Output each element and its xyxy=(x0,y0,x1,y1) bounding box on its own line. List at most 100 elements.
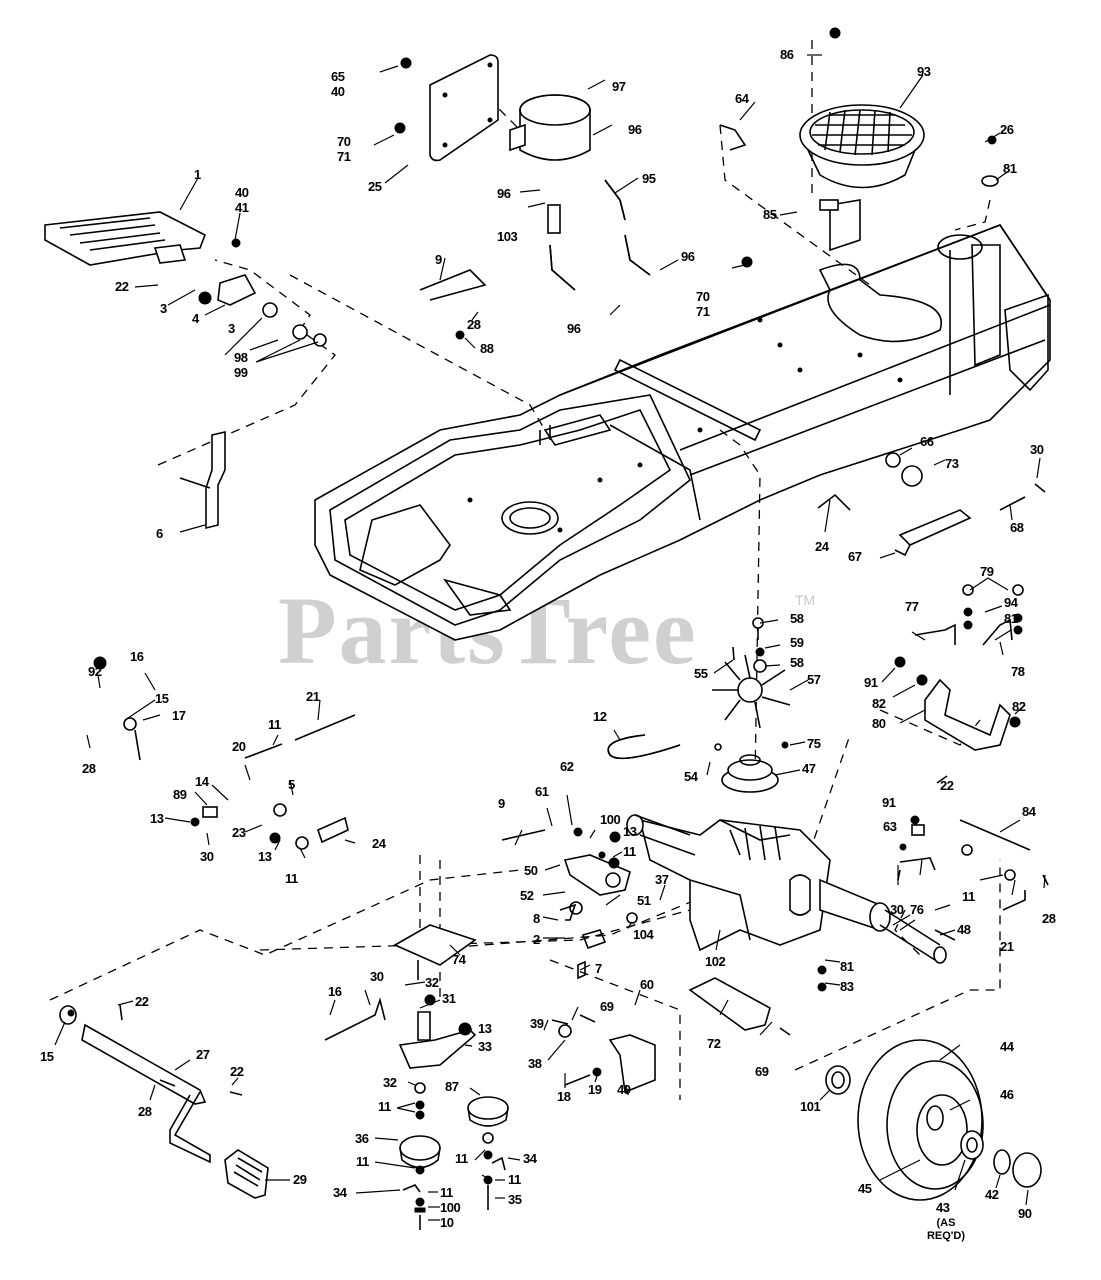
callout-47: 47 xyxy=(802,761,816,776)
callout-55: 55 xyxy=(694,666,708,681)
idler-arm-part-33[interactable] xyxy=(398,1011,477,1069)
callout-9: 9 xyxy=(498,796,505,811)
callout-82: 82 xyxy=(1012,699,1026,714)
callout-19: 19 xyxy=(588,1082,602,1097)
callout-46: 46 xyxy=(1000,1087,1014,1102)
callout-91: 91 xyxy=(864,675,878,690)
callout-4: 4 xyxy=(192,311,199,326)
bracket-part-4[interactable] xyxy=(217,274,257,306)
callout-85: 85 xyxy=(763,207,777,222)
callout-78: 78 xyxy=(1011,664,1025,679)
callout-2: 2 xyxy=(533,932,540,947)
callout-32: 32 xyxy=(383,1075,397,1090)
callout-13: 13 xyxy=(150,811,164,826)
brake-pedal-part-27[interactable] xyxy=(59,1005,211,1164)
callout-28: 28 xyxy=(1042,911,1056,926)
callout-34: 34 xyxy=(523,1151,537,1166)
callout-22: 22 xyxy=(230,1064,244,1079)
callout-34: 34 xyxy=(333,1185,347,1200)
callout-24: 24 xyxy=(815,539,829,554)
callout-87: 87 xyxy=(445,1079,459,1094)
callout-23: 23 xyxy=(232,825,246,840)
callout-40: 40 xyxy=(331,84,345,99)
callout-6: 6 xyxy=(156,526,163,541)
rods-and-shafts[interactable] xyxy=(244,124,1031,1041)
callout-96: 96 xyxy=(628,122,642,137)
callout-44: 44 xyxy=(1000,1039,1014,1054)
callout-7: 7 xyxy=(595,961,602,976)
idler-bracket-part-74[interactable] xyxy=(393,924,477,980)
callout-27: 27 xyxy=(196,1047,210,1062)
callout-28: 28 xyxy=(138,1104,152,1119)
callout-64: 64 xyxy=(735,91,749,106)
callout-83: 83 xyxy=(840,979,854,994)
callout-73: 73 xyxy=(945,456,959,471)
bracket-part-80[interactable] xyxy=(924,678,1011,751)
callout-13: 13 xyxy=(478,1021,492,1036)
callout-100: 100 xyxy=(440,1200,461,1215)
callout-18: 18 xyxy=(557,1089,571,1104)
rear-wheel-part-44[interactable] xyxy=(857,1039,984,1201)
bracket-part-72[interactable] xyxy=(688,977,771,1031)
callout-42: 42 xyxy=(985,1187,999,1202)
callout-74: 74 xyxy=(452,952,466,967)
footrest-part-1[interactable] xyxy=(44,211,207,266)
callout-11: 11 xyxy=(962,889,975,904)
idler-pulley-part-36[interactable] xyxy=(399,1135,441,1169)
callout-20: 20 xyxy=(232,739,246,754)
bracket-part-6[interactable] xyxy=(179,430,226,530)
callout-84: 84 xyxy=(1022,804,1036,819)
callout-13: 13 xyxy=(623,824,637,839)
callout-62: 62 xyxy=(560,759,574,774)
callout-91: 91 xyxy=(882,795,896,810)
callout-30: 30 xyxy=(1030,442,1044,457)
callout-95: 95 xyxy=(642,171,656,186)
bracket-part-67[interactable] xyxy=(894,509,972,557)
callout-69: 69 xyxy=(600,999,614,1014)
pedal-pad-part-29[interactable] xyxy=(224,1149,269,1199)
callout-21: 21 xyxy=(1000,939,1014,954)
callout-15: 15 xyxy=(40,1049,54,1064)
control-plate-part-50[interactable] xyxy=(563,854,631,896)
fuel-hoses[interactable] xyxy=(547,179,651,291)
callout-43: 43 xyxy=(936,1200,950,1215)
callout-11: 11 xyxy=(268,717,281,732)
callout-94: 94 xyxy=(1004,595,1018,610)
callout-11: 11 xyxy=(508,1172,521,1187)
callout-1: 1 xyxy=(194,167,201,182)
callout-48: 48 xyxy=(957,922,971,937)
callout-30: 30 xyxy=(890,902,904,917)
callout-3: 3 xyxy=(228,321,235,336)
callout-40: 40 xyxy=(235,185,249,200)
callout-61: 61 xyxy=(535,784,549,799)
transmission-part-102[interactable] xyxy=(626,814,947,964)
main-frame[interactable] xyxy=(314,199,1051,641)
callout-58: 58 xyxy=(790,611,804,626)
idler-pulley-part-87[interactable] xyxy=(467,1096,509,1127)
callout-86: 86 xyxy=(780,47,794,62)
callout-90: 90 xyxy=(1018,1206,1032,1221)
callout-30: 30 xyxy=(370,969,384,984)
callout-82: 82 xyxy=(872,696,886,711)
cooling-fan-part-57[interactable] xyxy=(712,654,791,729)
callout-76: 76 xyxy=(910,902,924,917)
callout-39: 39 xyxy=(530,1016,544,1031)
belt-part-12[interactable] xyxy=(607,734,681,760)
callout-52: 52 xyxy=(520,888,534,903)
callout-3: 3 xyxy=(160,301,167,316)
callout-15: 15 xyxy=(155,691,169,706)
air-intake-screen-part-93[interactable] xyxy=(799,104,925,189)
callout-70: 70 xyxy=(696,289,710,304)
bracket-part-49[interactable] xyxy=(608,1034,656,1094)
callout-63: 63 xyxy=(883,819,897,834)
callout-57: 57 xyxy=(807,672,821,687)
pulley-part-47[interactable] xyxy=(721,754,779,793)
mounting-plate-part-25[interactable] xyxy=(429,54,499,162)
callout-70: 70 xyxy=(337,134,351,149)
wheel-hub-parts[interactable] xyxy=(825,1065,1042,1188)
callout-35: 35 xyxy=(508,1192,522,1207)
as-required-note-text: (AS REQ'D) xyxy=(926,1217,966,1242)
callout-88: 88 xyxy=(480,341,494,356)
fuel-tank-part-97[interactable] xyxy=(509,94,591,161)
